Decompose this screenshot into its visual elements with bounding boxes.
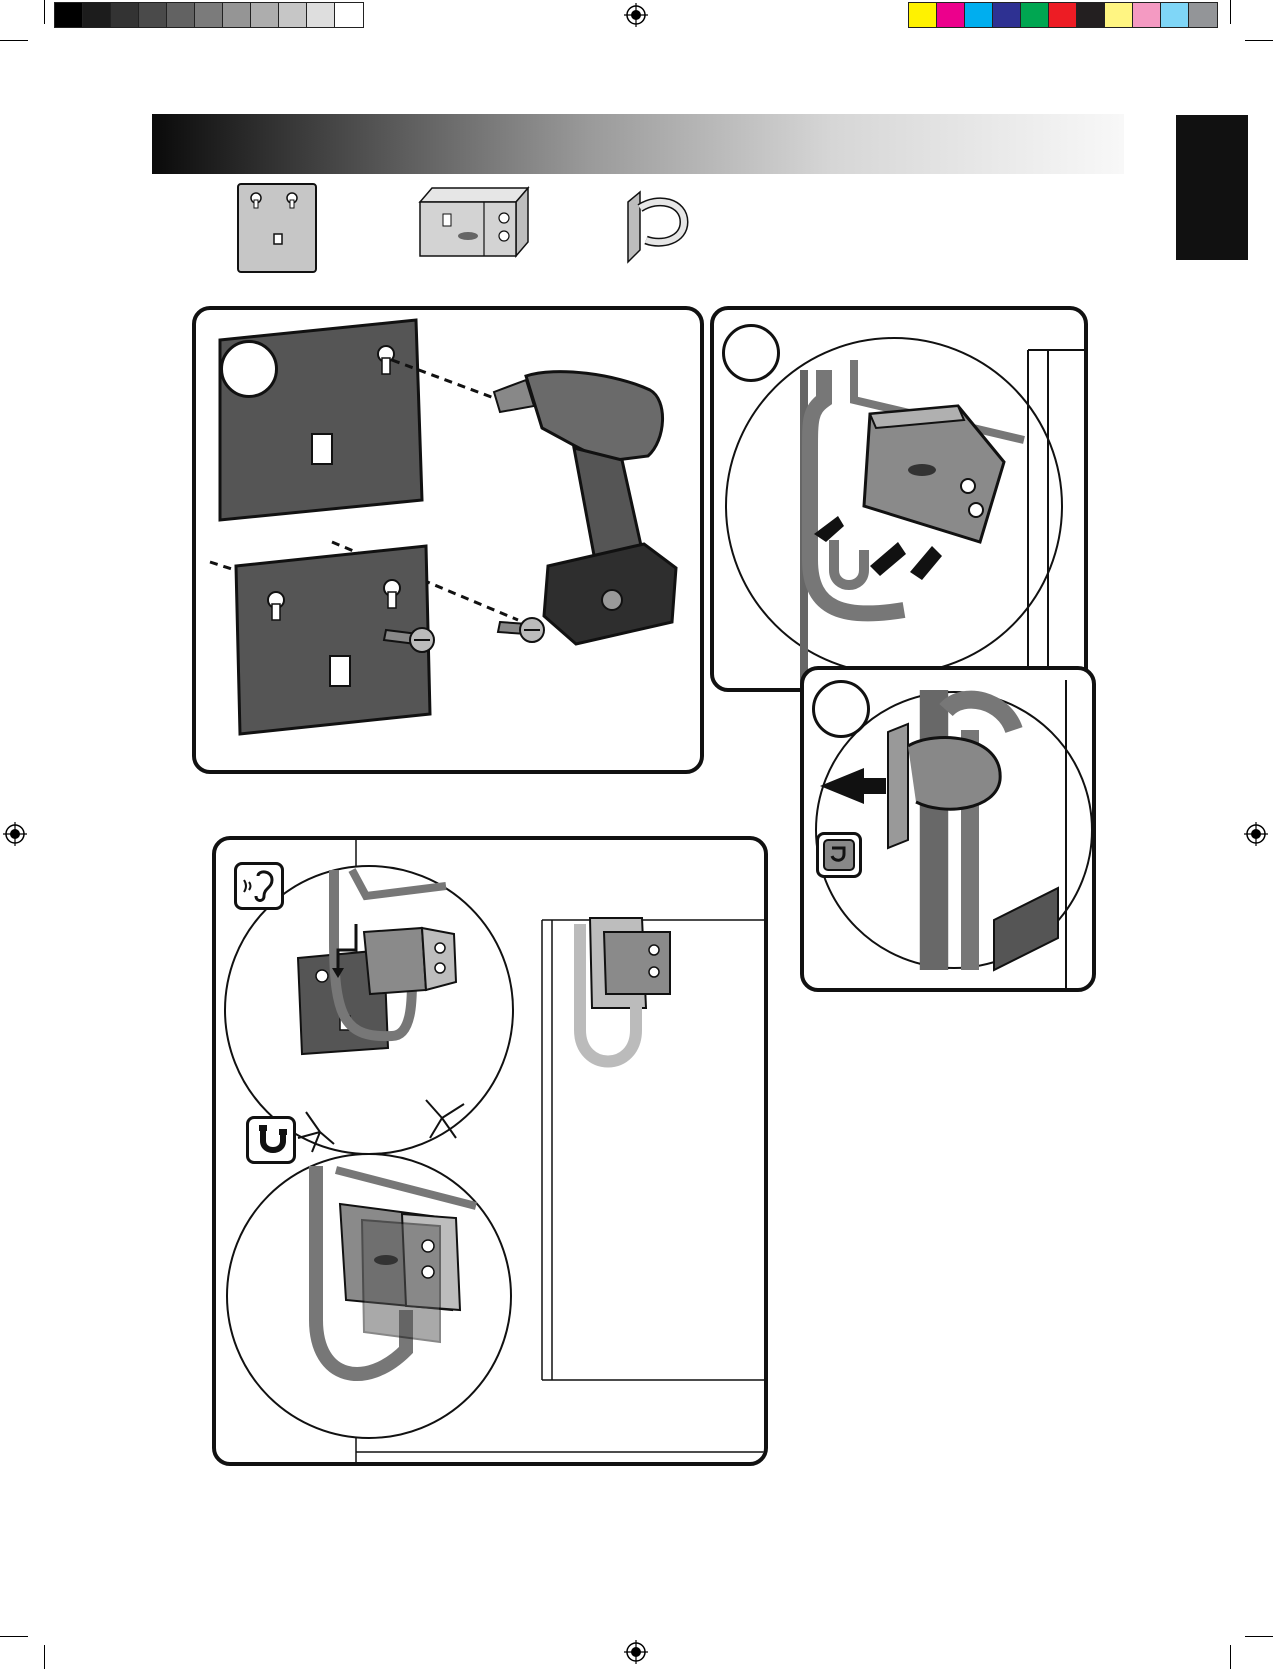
- calibration-swatch: [1049, 3, 1077, 27]
- calibration-swatch: [1189, 3, 1217, 27]
- calibration-swatch: [111, 3, 139, 27]
- calibration-swatch: [83, 3, 111, 27]
- calibration-swatch: [251, 3, 279, 27]
- calibration-swatch: [937, 3, 965, 27]
- calibration-swatch: [909, 3, 937, 27]
- step-1-panel: [192, 306, 704, 774]
- control-box-part-icon: [418, 184, 530, 264]
- calibration-swatch: [993, 3, 1021, 27]
- language-side-tab: [1176, 115, 1248, 260]
- mounting-plate-part-icon: [236, 182, 318, 274]
- calibration-swatch: [1105, 3, 1133, 27]
- calibration-swatch: [1161, 3, 1189, 27]
- cable-clip-part-icon: [618, 188, 690, 266]
- calibration-swatch: [1077, 3, 1105, 27]
- registration-mark-icon: [624, 1640, 648, 1664]
- calibration-swatch: [279, 3, 307, 27]
- calibration-swatch: [223, 3, 251, 27]
- crop-mark: [44, 0, 45, 24]
- crop-mark: [1230, 0, 1231, 24]
- step-3-panel: [800, 666, 1096, 992]
- crop-mark: [0, 1636, 28, 1637]
- crop-mark: [1245, 1636, 1273, 1637]
- section-header-bar: [152, 114, 1124, 174]
- calibration-swatch: [965, 3, 993, 27]
- crop-mark: [1245, 40, 1273, 41]
- registration-mark-icon: [624, 3, 648, 27]
- registration-mark-icon: [3, 822, 27, 846]
- calibration-swatch: [55, 3, 83, 27]
- calibration-swatch: [167, 3, 195, 27]
- step-2-panel: [710, 306, 1088, 692]
- final-mounting-illustration: [216, 840, 764, 1462]
- calibration-swatch: [1021, 3, 1049, 27]
- registration-mark-icon: [1244, 822, 1268, 846]
- crop-mark: [0, 40, 28, 41]
- calibration-swatch: [139, 3, 167, 27]
- magnet-symbol-box: [246, 1116, 296, 1164]
- clip-symbol-box: [816, 832, 862, 878]
- clip-attach-icon: [822, 838, 856, 872]
- step-2-badge: [722, 324, 780, 382]
- calibration-swatch: [1133, 3, 1161, 27]
- step-1-badge: [220, 340, 278, 398]
- step-3-badge: [812, 680, 870, 738]
- crop-mark: [44, 1645, 45, 1669]
- crop-mark: [1230, 1645, 1231, 1669]
- step-4-panel: [212, 836, 768, 1466]
- magnet-icon: [253, 1123, 289, 1157]
- listen-symbol-box: [234, 862, 284, 910]
- grayscale-calibration-bar: [54, 2, 364, 28]
- calibration-swatch: [195, 3, 223, 27]
- ear-sound-icon: [240, 868, 278, 904]
- calibration-swatch: [335, 3, 363, 27]
- color-calibration-bar: [908, 2, 1218, 28]
- calibration-swatch: [307, 3, 335, 27]
